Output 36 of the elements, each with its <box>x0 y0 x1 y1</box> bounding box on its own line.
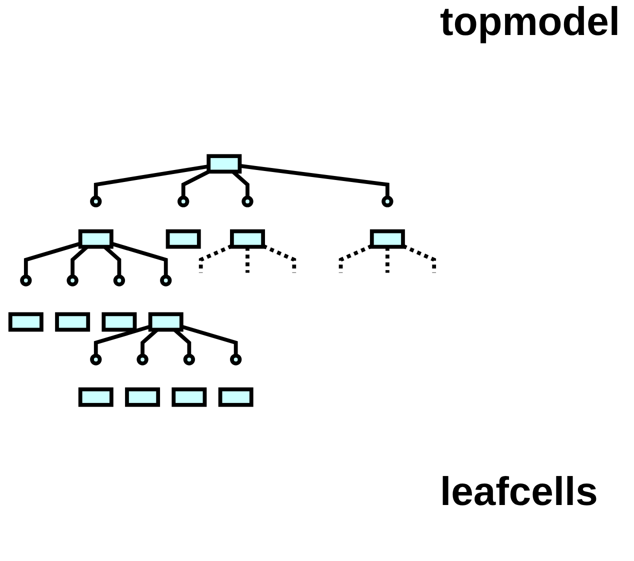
node-circle <box>90 196 102 208</box>
connector <box>94 164 209 198</box>
connector <box>24 242 81 277</box>
node-box <box>148 312 184 332</box>
node-circle <box>242 196 254 208</box>
node-circle <box>230 354 242 366</box>
node-box <box>230 229 265 249</box>
connector <box>181 170 210 198</box>
node-circle <box>113 274 126 286</box>
node-box <box>166 229 201 249</box>
node-circle <box>20 274 32 286</box>
label-text: topmodel <box>440 0 620 45</box>
connector <box>180 324 238 356</box>
node-circle <box>66 274 78 286</box>
connector <box>94 324 151 356</box>
node-circle <box>90 354 102 366</box>
node-box <box>370 229 405 249</box>
node-box <box>218 387 254 407</box>
connector <box>239 164 390 198</box>
node-circle <box>160 274 172 286</box>
connector <box>246 246 250 273</box>
node-circle <box>178 196 190 208</box>
connector <box>386 246 390 273</box>
node-box <box>78 387 114 407</box>
node-box <box>55 312 90 332</box>
node-circle <box>382 196 394 208</box>
node-circle <box>136 354 148 366</box>
node-box <box>78 229 114 249</box>
node-box <box>8 312 44 332</box>
node-circle <box>183 354 196 366</box>
node-box <box>102 312 137 332</box>
node-box <box>125 387 160 407</box>
node-box <box>206 154 242 174</box>
node-box <box>172 387 207 407</box>
connector <box>110 242 168 277</box>
label-text: leafcells <box>440 470 598 515</box>
